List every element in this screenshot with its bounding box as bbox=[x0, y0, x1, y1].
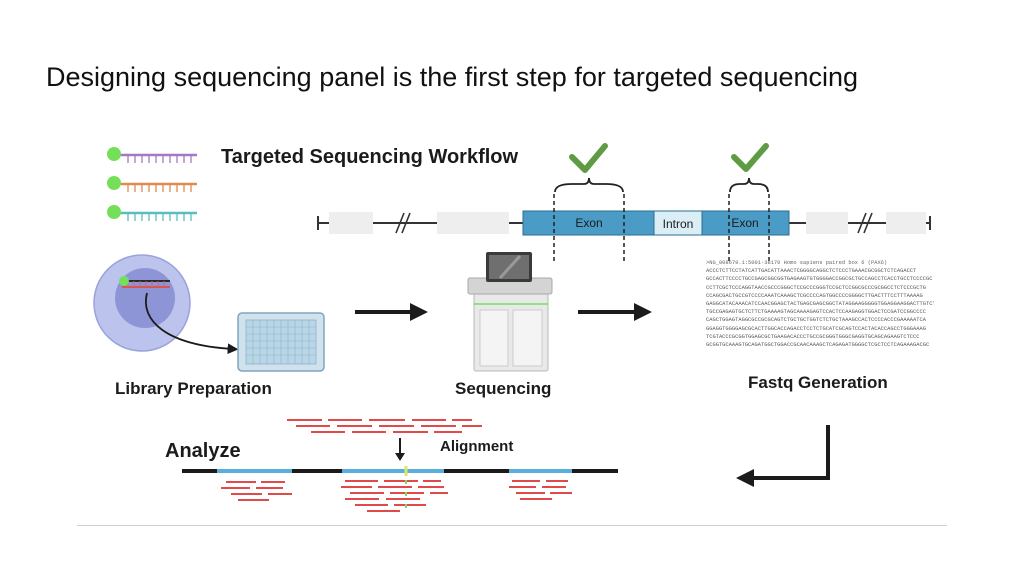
fastq-line: GAGGCATACAAACATCCAACGGAGCTACTGAGCGAGCGGC… bbox=[706, 301, 934, 308]
fastq-line: CAGCTGGAGTAGGCGCCGCGCAGTCTGCTGCTGGTCTCTG… bbox=[706, 317, 926, 324]
cell-icon bbox=[93, 254, 239, 355]
fastq-line: CCTTCGCTCCCAGGTAACCGCCCGGGCTCCGCCCGGGTCC… bbox=[706, 284, 926, 291]
target-region-lines bbox=[553, 194, 770, 262]
target-brace bbox=[729, 177, 769, 193]
gene-break-mark bbox=[395, 212, 873, 234]
sequencer-icon bbox=[467, 252, 553, 372]
intron-label: Intron bbox=[663, 217, 694, 231]
fastq-line: TGCCGAGAGTGCTCTTCTGAAAAGTAGCAAAAGAGTCCAC… bbox=[706, 309, 926, 316]
sequencing-reads bbox=[221, 419, 572, 512]
workflow-title: Targeted Sequencing Workflow bbox=[221, 146, 519, 168]
gene-segment-box bbox=[329, 212, 373, 234]
sequencing-label: Sequencing bbox=[455, 379, 552, 398]
fastq-sequence-text: >NG_008679.1:5001-38170 Homo sapiens pai… bbox=[706, 259, 934, 367]
gene-segment-box bbox=[886, 212, 926, 234]
library-preparation-label: Library Preparation bbox=[115, 379, 272, 398]
exon-label: Exon bbox=[731, 216, 758, 230]
gene-segment-box bbox=[437, 212, 509, 234]
probe-orange-icon bbox=[107, 176, 197, 192]
alignment-label: Alignment bbox=[440, 438, 514, 455]
gene-structure: Exon Intron Exon bbox=[317, 143, 931, 262]
fastq-line: GGAGGTGGGGAGCGCACTTGGCACCAGACCTCCTCTGCAT… bbox=[706, 325, 926, 332]
arrow-right-icon bbox=[355, 303, 428, 321]
fastq-line: CCAGCGACTGCCGTCCCCAAATCAAAGCTCGCCCCAGTGG… bbox=[706, 292, 923, 299]
alignment-track bbox=[182, 438, 618, 476]
return-arrow-icon bbox=[736, 425, 830, 487]
exon-box bbox=[701, 210, 790, 236]
fastq-header: >NG_008679.1:5001-38170 Homo sapiens pai… bbox=[706, 260, 888, 266]
exon-label: Exon bbox=[575, 216, 602, 230]
exon-box bbox=[522, 210, 655, 236]
slide-title: Designing sequencing panel is the first … bbox=[46, 62, 859, 92]
footer-divider bbox=[77, 525, 947, 526]
probe-teal-icon bbox=[107, 205, 197, 221]
well-plate-icon bbox=[237, 312, 325, 372]
gene-segment-box bbox=[806, 212, 848, 234]
fastq-line: TCGTACCCGCGGTGGAGCGCTGAAGACACCCTGCCGCGGG… bbox=[706, 333, 920, 340]
checkmark-icon bbox=[569, 143, 608, 173]
fastq-line: ACCCTCTTCCTATCATTGACATTAAACTCGGGGCAGGCTC… bbox=[706, 268, 917, 275]
probe-purple-icon bbox=[107, 147, 197, 163]
arrow-right-icon bbox=[578, 303, 652, 321]
checkmark-icon bbox=[731, 143, 769, 172]
analyze-label: Analyze bbox=[165, 440, 241, 462]
fastq-line: GCCACTTCCCCTGCCGAGCGGCGGTGAGAAGTGTGGGGAC… bbox=[706, 276, 933, 283]
fastq-line: GCGGTGCAAAGTGCAGATGGCTGGACCGCAACAAAGCTCA… bbox=[706, 342, 930, 349]
target-brace bbox=[554, 177, 624, 193]
probe-icons bbox=[107, 147, 197, 221]
fastq-generation-label: Fastq Generation bbox=[748, 373, 888, 392]
